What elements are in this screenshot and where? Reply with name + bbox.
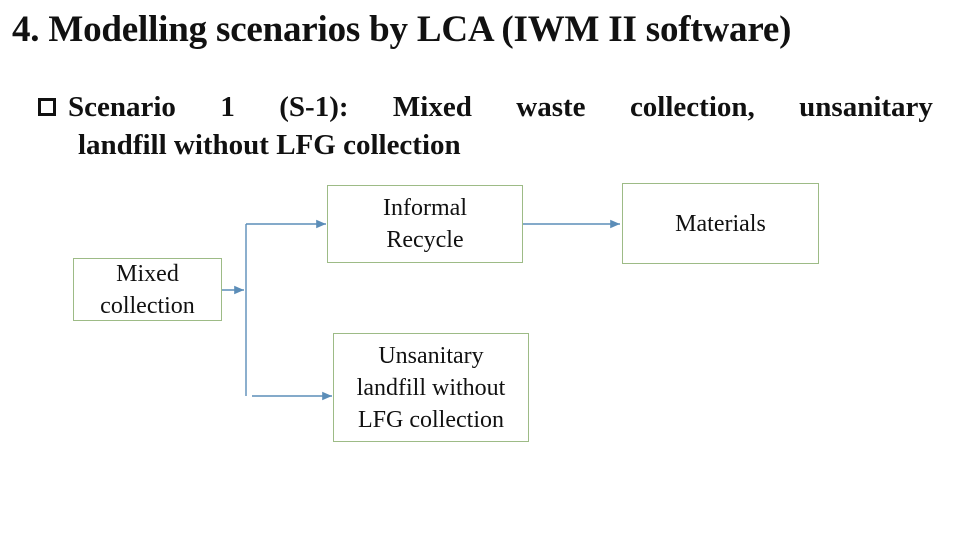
node-label-line: collection: [100, 292, 195, 319]
node-label-line: landfill without: [356, 374, 506, 401]
checkbox-bullet-icon: [38, 98, 56, 116]
bullet-word: Scenario: [68, 91, 176, 123]
scenario-bullet: Scenario 1 (S-1): Mixed waste collection…: [38, 88, 933, 164]
bullet-word: 1: [220, 91, 235, 123]
node-materials: Materials: [622, 183, 819, 264]
slide-title: 4. Modelling scenarios by LCA (IWM II so…: [12, 9, 792, 50]
node-label-line: Unsanitary: [378, 342, 484, 369]
node-mixed-collection: Mixed collection: [73, 258, 222, 321]
bullet-word: waste: [516, 91, 586, 123]
bullet-word: Mixed: [392, 91, 472, 123]
node-label-line: Mixed: [116, 260, 179, 287]
bullet-words: Scenario 1 (S-1): Mixed waste collection…: [68, 88, 933, 126]
node-label-line: Recycle: [386, 227, 464, 253]
bullet-word: (S-1):: [279, 91, 349, 123]
node-label-line: LFG collection: [358, 406, 504, 433]
node-informal-recycle: Informal Recycle: [327, 185, 523, 263]
node-label-line: Materials: [675, 210, 766, 237]
bullet-row-2: landfill without LFG collection: [78, 129, 461, 161]
bullet-row-1: Scenario 1 (S-1): Mixed waste collection…: [38, 88, 933, 126]
bullet-word: collection,: [629, 91, 755, 123]
node-label-line: Informal: [383, 195, 467, 221]
node-unsanitary-landfill: Unsanitary landfill without LFG collecti…: [333, 333, 529, 442]
bullet-word: unsanitary: [799, 91, 933, 123]
